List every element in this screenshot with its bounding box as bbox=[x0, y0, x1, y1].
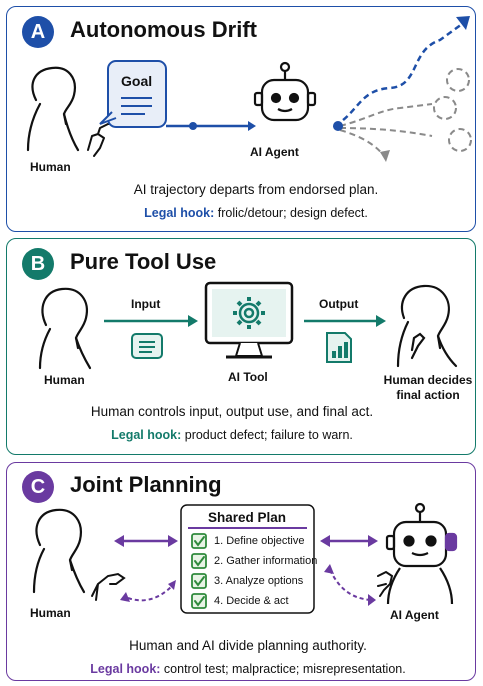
dashed-arrowhead-right-2 bbox=[368, 594, 376, 606]
legal-hook-label: Legal hook: bbox=[90, 662, 161, 676]
check-icons bbox=[194, 536, 205, 607]
decider-label-line-1: Human decides bbox=[383, 373, 473, 387]
robot-agent-icon bbox=[253, 61, 317, 122]
panel-c-summary: Human and AI divide planning authority. bbox=[129, 638, 367, 653]
legal-hook-text: frolic/detour; design defect. bbox=[217, 206, 368, 220]
dashed-curved-arrow-left bbox=[127, 585, 173, 602]
drift-arrowhead bbox=[456, 16, 470, 30]
bidirectional-arrow-right bbox=[320, 535, 378, 547]
output-label: Output bbox=[319, 297, 359, 311]
panel-c-badge: C bbox=[22, 471, 54, 503]
tool-label: AI Tool bbox=[228, 370, 268, 384]
goal-speech-bubble-icon bbox=[99, 60, 167, 128]
endorsed-plan-arrow bbox=[166, 121, 256, 131]
panel-c-title: Joint Planning bbox=[70, 472, 222, 497]
panel-a-summary: AI trajectory departs from endorsed plan… bbox=[133, 182, 379, 197]
bidirectional-arrow-left bbox=[114, 535, 178, 547]
panel-autonomous-drift bbox=[6, 6, 476, 232]
robot-pointing-hand-icon bbox=[377, 570, 394, 597]
agent-label-a: AI Agent bbox=[250, 145, 299, 159]
dashed-arrowhead-right-1 bbox=[324, 564, 334, 574]
agent-start-node bbox=[333, 121, 343, 131]
agent-label-c: AI Agent bbox=[390, 608, 439, 622]
robot-agent-icon bbox=[385, 502, 458, 605]
panel-b-title: Pure Tool Use bbox=[70, 249, 217, 274]
legal-hook-text: product defect; failure to warn. bbox=[184, 428, 353, 442]
panel-c-legal-hook: Legal hook: control test; malpractice; m… bbox=[90, 662, 405, 676]
panel-b-summary: Human controls input, output use, and fi… bbox=[90, 404, 374, 419]
open-hand-icon bbox=[91, 572, 126, 601]
input-arrow bbox=[104, 315, 198, 327]
shared-plan-box bbox=[180, 504, 315, 614]
human-label-a: Human bbox=[30, 160, 71, 174]
gear-icon bbox=[233, 297, 265, 329]
decider-label-line-2: final action bbox=[396, 388, 460, 402]
human-label-b: Human bbox=[44, 373, 85, 387]
plan-step: 4. Decide & act bbox=[214, 595, 289, 607]
shared-plan-title: Shared Plan bbox=[207, 510, 287, 525]
human-figure-icon bbox=[26, 66, 80, 152]
legal-hook-label: Legal hook: bbox=[111, 428, 182, 442]
plan-step: 3. Analyze options bbox=[214, 575, 304, 587]
legal-hook-label: Legal hook: bbox=[144, 206, 215, 220]
panel-b-badge: B bbox=[22, 248, 54, 280]
human-label-c: Human bbox=[30, 606, 71, 620]
dashed-curved-arrow-right bbox=[329, 569, 371, 601]
dashed-arrowhead-left-2 bbox=[168, 580, 176, 590]
panel-a-badge: A bbox=[22, 16, 54, 48]
plan-step: 2. Gather information bbox=[214, 555, 318, 567]
human-figure-icon bbox=[38, 287, 92, 370]
panel-a-legal-hook: Legal hook: frolic/detour; design defect… bbox=[144, 206, 368, 220]
bar-chart-document-icon bbox=[326, 332, 352, 363]
legal-hook-text: control test; malpractice; misrepresenta… bbox=[163, 662, 406, 676]
input-label: Input bbox=[131, 297, 161, 311]
human-figure-icon bbox=[32, 508, 86, 594]
panel-b-legal-hook: Legal hook: product defect; failure to w… bbox=[111, 428, 353, 442]
document-icon bbox=[131, 333, 163, 359]
panel-a-title: Autonomous Drift bbox=[70, 17, 257, 42]
gray-arrowhead bbox=[380, 150, 390, 162]
thinking-human-icon bbox=[396, 284, 458, 368]
output-arrow bbox=[304, 315, 386, 327]
goal-label: Goal bbox=[121, 73, 153, 89]
dashed-arrowhead-left-1 bbox=[120, 592, 130, 602]
plan-step: 1. Define objective bbox=[214, 535, 305, 547]
drift-trajectory-arrows bbox=[334, 22, 472, 157]
